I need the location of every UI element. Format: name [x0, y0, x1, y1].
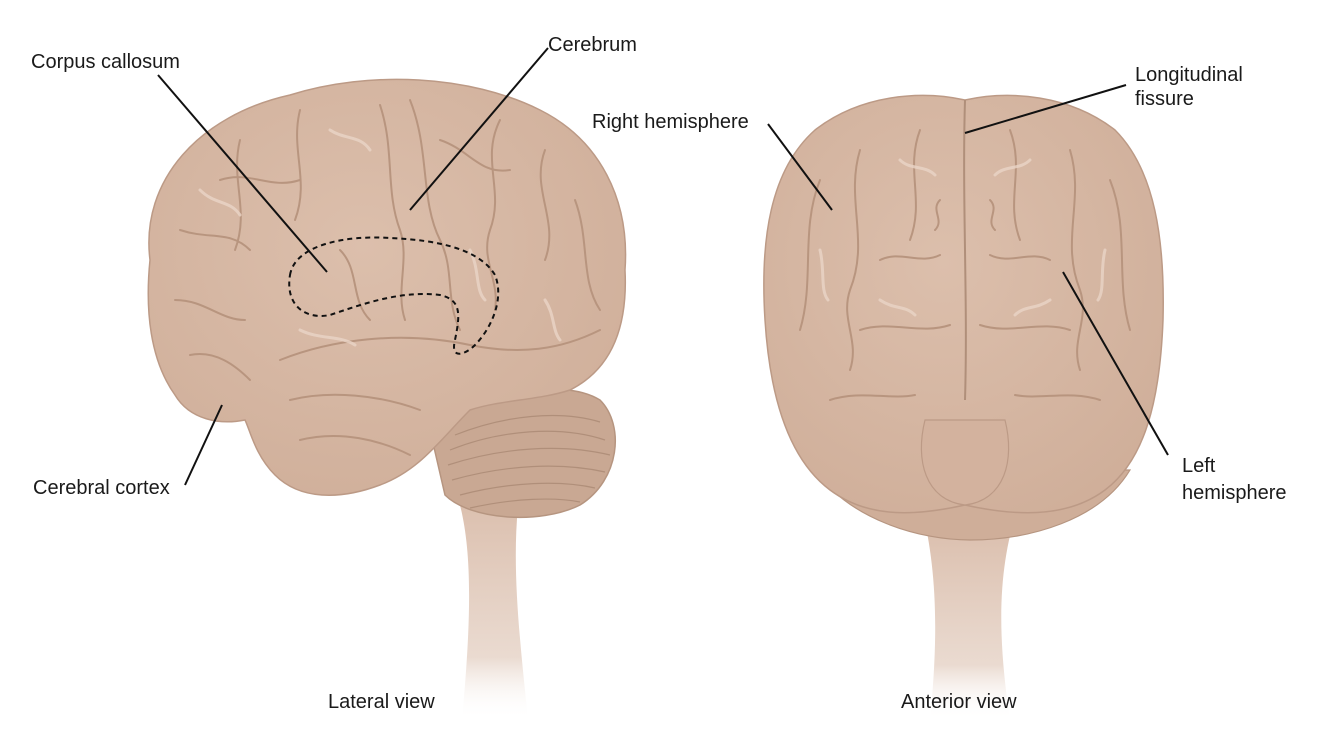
cerebellum-folia	[447, 414, 611, 509]
caption-lateral-view: Lateral view	[328, 691, 435, 713]
label-longitudinal-fissure-line1: Longitudinal	[1135, 64, 1243, 86]
lateral-brain	[147, 78, 627, 720]
lateral-brainstem	[448, 470, 528, 720]
anterior-highlights	[818, 158, 1107, 317]
lateral-sulci	[174, 99, 601, 456]
leader-corpus-callosum	[157, 74, 328, 273]
label-corpus-callosum: Corpus callosum	[31, 51, 180, 73]
label-longitudinal-fissure-line2: fissure	[1135, 88, 1194, 110]
label-right-hemisphere: Right hemisphere	[592, 111, 749, 133]
label-cerebral-cortex: Cerebral cortex	[33, 477, 170, 499]
anterior-sulci	[799, 129, 1131, 401]
leader-cerebrum	[409, 47, 549, 211]
caption-anterior-view: Anterior view	[901, 691, 1017, 713]
anterior-brain	[763, 94, 1164, 720]
anterior-pons	[920, 419, 1010, 506]
leader-left-hemisphere	[1062, 271, 1169, 456]
leader-right-hemisphere	[767, 123, 833, 211]
leader-longitudinal-fissure	[964, 84, 1127, 134]
lateral-cerebrum	[147, 78, 627, 496]
label-left-hemisphere-line2: hemisphere	[1182, 482, 1287, 504]
leader-cerebral-cortex	[184, 404, 223, 486]
leader-lines	[157, 47, 1169, 486]
longitudinal-fissure	[963, 99, 967, 401]
label-cerebrum: Cerebrum	[548, 34, 637, 56]
anterior-brainstem	[920, 500, 1020, 720]
label-left-hemisphere-line1: Left	[1182, 455, 1216, 477]
